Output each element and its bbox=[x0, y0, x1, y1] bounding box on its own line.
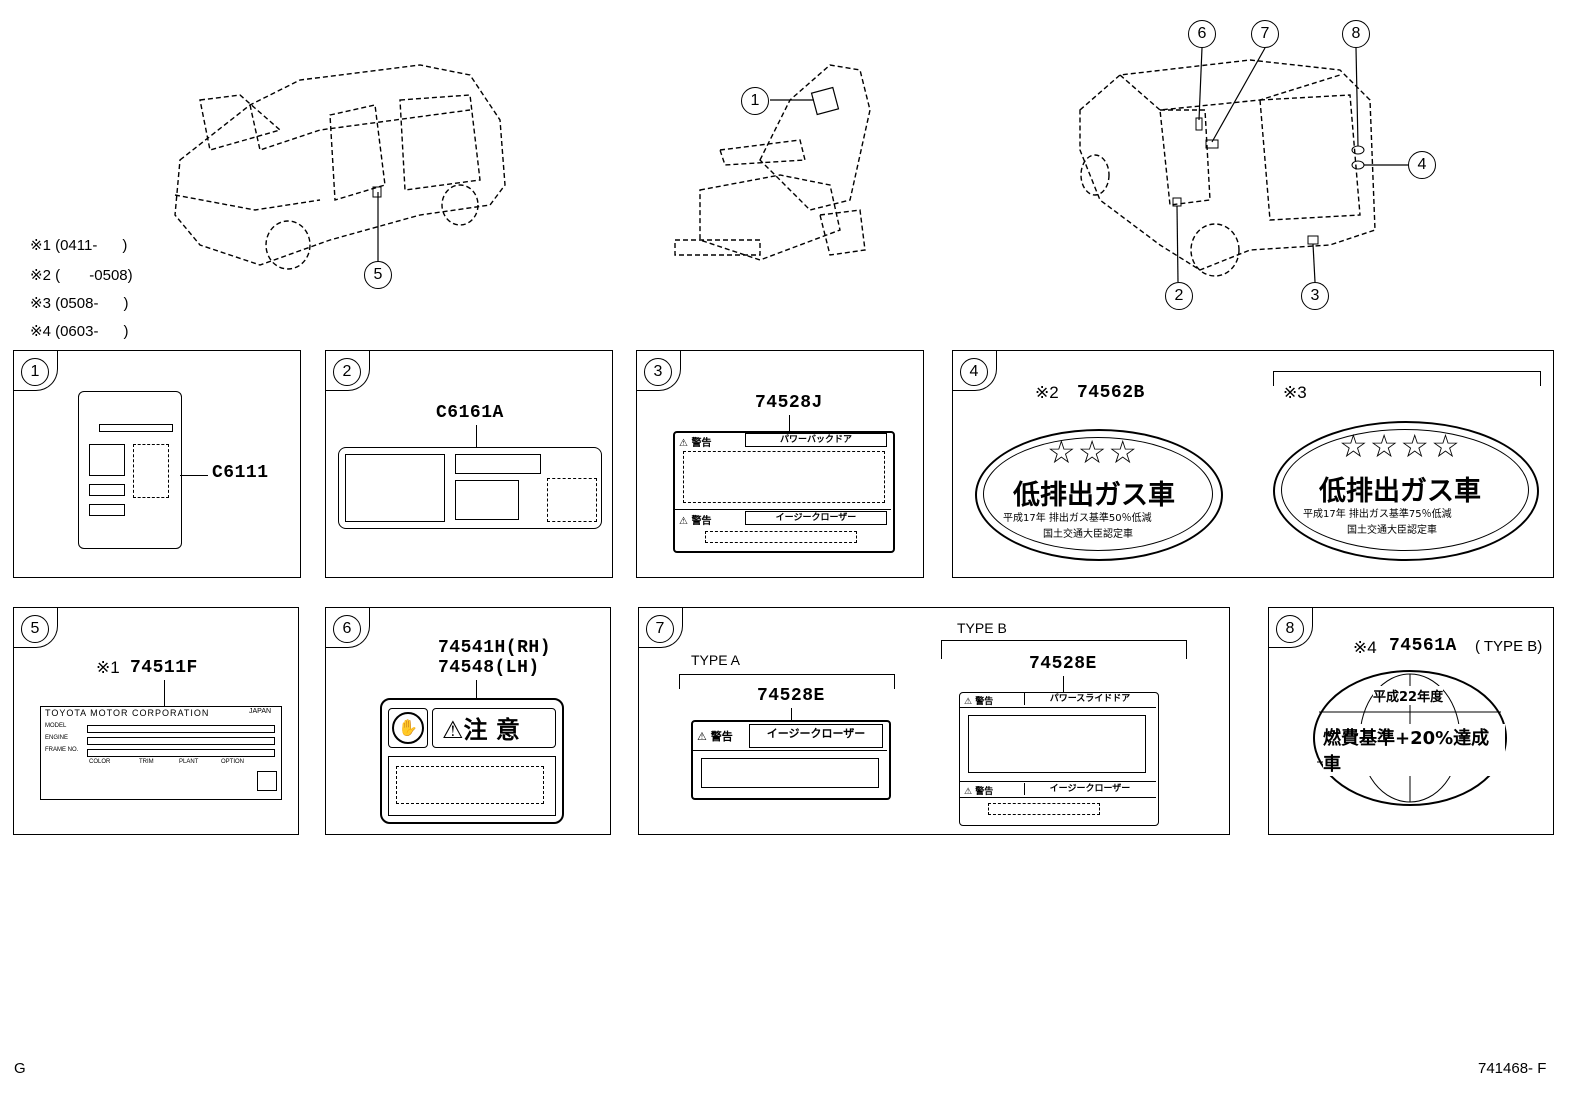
legend-mark: ※2 bbox=[30, 267, 51, 284]
warning-badge: ⚠ 警告 bbox=[964, 787, 994, 797]
label-title: イージークローザー bbox=[745, 511, 887, 525]
callout-8: 8 bbox=[1342, 20, 1370, 48]
panel-number: 2 bbox=[333, 358, 361, 386]
type-label: ( TYPE B) bbox=[1475, 638, 1543, 655]
seat-figure bbox=[133, 444, 169, 498]
legend-mark: ※3 bbox=[30, 295, 51, 312]
part-number-b: 74528E bbox=[1029, 654, 1097, 674]
legend-range: (0508- ) bbox=[55, 295, 129, 312]
label-title: パワースライドドア bbox=[1024, 693, 1155, 705]
warning-badge: ⚠ 警告 bbox=[697, 730, 733, 743]
warning-badge: ⚠ 警告 bbox=[679, 438, 712, 449]
legend-mark: ※1 bbox=[30, 237, 51, 254]
legend-range: ( -0508) bbox=[55, 267, 133, 284]
easy-closer-label: ⚠ 警告 イージークローザー bbox=[691, 720, 891, 800]
no-hand-icon: ✋ bbox=[392, 712, 424, 744]
part-number: 74561A bbox=[1389, 636, 1457, 656]
part-number: 74562B bbox=[1077, 383, 1145, 403]
part-number: 74511F bbox=[130, 658, 198, 678]
label-title: イージークローザー bbox=[1024, 783, 1155, 795]
panel-4: 4 ※2 74562B ※3 ☆☆☆ 低排出ガス車 平成17年 排出ガス基準50… bbox=[952, 350, 1554, 578]
callout-2: 2 bbox=[1165, 282, 1193, 310]
caution-heading: ⚠注 意 bbox=[442, 716, 520, 744]
legend-range: (0411- ) bbox=[55, 237, 128, 254]
panel-1: 1 C6111 bbox=[13, 350, 301, 578]
van-rear-illustration bbox=[1079, 47, 1408, 283]
applicability-mark: ※1 bbox=[96, 658, 120, 677]
legend-mark: ※4 bbox=[30, 323, 51, 340]
panel-2: 2 C6161A bbox=[325, 350, 613, 578]
panel-number: 1 bbox=[21, 358, 49, 386]
callout-4: 4 bbox=[1408, 151, 1436, 179]
star-icon: ☆☆☆☆ bbox=[1339, 427, 1462, 465]
van-front-illustration bbox=[174, 64, 506, 270]
fuel-economy-label: 平成22年度 燃費基準+20%達成車 bbox=[1313, 670, 1507, 806]
applicability-mark: ※4 bbox=[1353, 638, 1377, 657]
warning-badge: ⚠ 警告 bbox=[679, 516, 712, 527]
power-slide-door-label: ⚠ 警告 パワースライドドア ⚠ 警告 イージークローザー bbox=[959, 692, 1159, 826]
applicability-mark: ※2 bbox=[1035, 383, 1059, 402]
callout-7: 7 bbox=[1251, 20, 1279, 48]
part-number: 74528J bbox=[755, 393, 823, 413]
panel-5: 5 ※1 74511F TOYOTA MOTOR CORPORATION JAP… bbox=[13, 607, 299, 835]
part-number-rh: 74541H(RH) bbox=[438, 638, 552, 658]
label-sheet bbox=[78, 391, 182, 549]
panel-3: 3 74528J ⚠ 警告 パワーバックドア ⚠ 警告 イージークローザー bbox=[636, 350, 924, 578]
callout-1: 1 bbox=[741, 87, 769, 115]
part-number: C6111 bbox=[212, 463, 269, 483]
vin-plate: TOYOTA MOTOR CORPORATION JAPAN MODEL ENG… bbox=[40, 706, 282, 800]
callout-6: 6 bbox=[1188, 20, 1216, 48]
label-title: イージークローザー bbox=[749, 724, 883, 748]
type-a-label: TYPE A bbox=[691, 652, 741, 668]
emission-label-4star: ☆☆☆☆ 低排出ガス車 平成17年 排出ガス基準75％低減 国土交通大臣認定車 bbox=[1273, 421, 1539, 561]
legend-range: (0603- ) bbox=[55, 323, 129, 340]
label-sheet: ⚠ 警告 パワーバックドア ⚠ 警告 イージークローザー bbox=[673, 431, 895, 553]
star-icon: ☆☆☆ bbox=[1047, 433, 1140, 471]
callout-5: 5 bbox=[364, 261, 392, 289]
caution-label: ✋ ⚠注 意 bbox=[380, 698, 564, 824]
emission-label-3star: ☆☆☆ 低排出ガス車 平成17年 排出ガス基準50％低減 国土交通大臣認定車 bbox=[975, 429, 1223, 561]
seat-figure bbox=[547, 478, 597, 522]
panel-number: 4 bbox=[960, 358, 988, 386]
panel-number: 5 bbox=[21, 615, 49, 643]
panel-number: 6 bbox=[333, 615, 361, 643]
panel-8: 8 ※4 74561A ( TYPE B) 平成22年度 燃費基準+20%達成車 bbox=[1268, 607, 1554, 835]
footer-left-code: G bbox=[14, 1060, 26, 1077]
seat-illustration bbox=[674, 64, 871, 261]
callout-3: 3 bbox=[1301, 282, 1329, 310]
panel-number: 8 bbox=[1276, 615, 1304, 643]
part-number: C6161A bbox=[436, 403, 504, 423]
type-b-label: TYPE B bbox=[957, 620, 1007, 636]
label-title: パワーバックドア bbox=[745, 433, 887, 447]
applicability-mark: ※3 bbox=[1283, 383, 1307, 402]
illustration-number: 741468- F bbox=[1478, 1060, 1547, 1077]
panel-number: 3 bbox=[644, 358, 672, 386]
warning-badge: ⚠ 警告 bbox=[964, 697, 994, 707]
part-number-a: 74528E bbox=[757, 686, 825, 706]
panel-number: 7 bbox=[646, 615, 674, 643]
label-sheet bbox=[338, 447, 602, 529]
part-number-lh: 74548(LH) bbox=[438, 658, 540, 678]
panel-6: 6 74541H(RH) 74548(LH) ✋ ⚠注 意 bbox=[325, 607, 611, 835]
panel-7: 7 TYPE A 74528E ⚠ 警告 イージークローザー TYPE B 74… bbox=[638, 607, 1230, 835]
